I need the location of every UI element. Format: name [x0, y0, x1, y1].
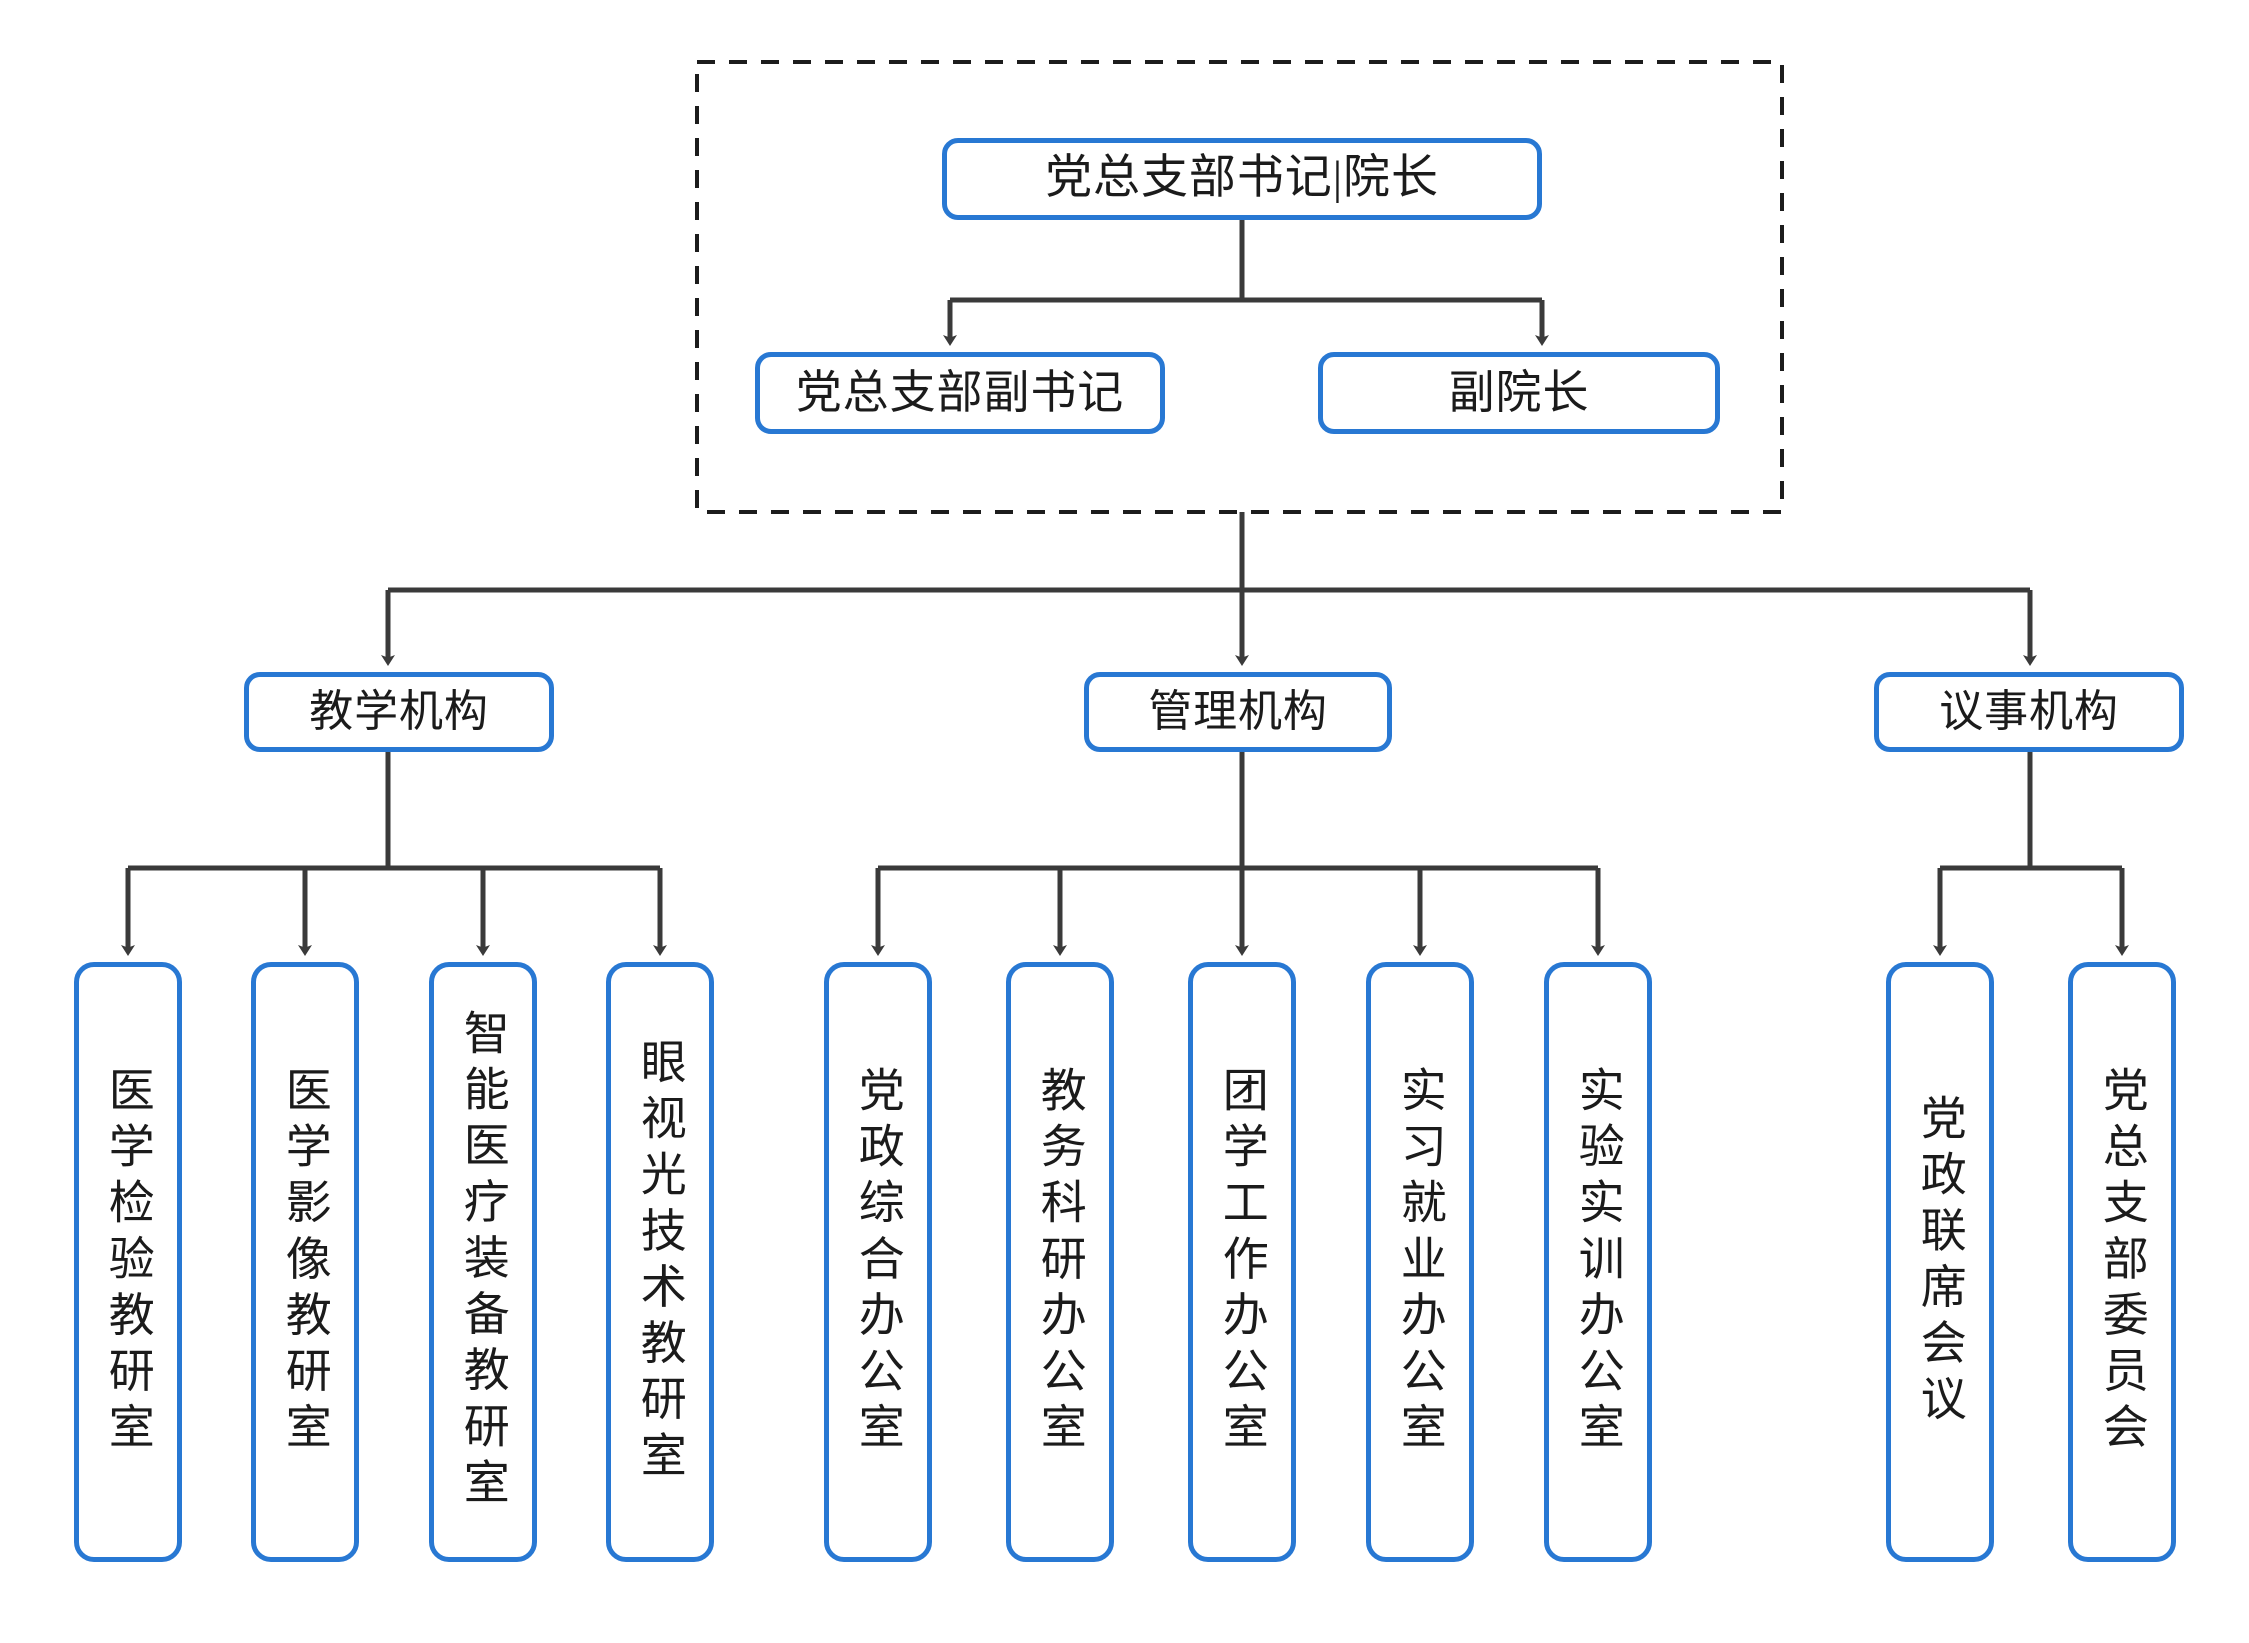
node-label: 眼视光技术教研室: [634, 1037, 686, 1487]
node-label: 教务科研办公室: [1034, 1065, 1086, 1459]
node-lab-medicine[interactable]: 医学检验教研室: [74, 962, 182, 1562]
node-party-branch-committee[interactable]: 党总支部委员会: [2068, 962, 2176, 1562]
node-label: 党总支部书记|院长: [1045, 152, 1439, 205]
node-party-secretary-dean[interactable]: 党总支部书记|院长: [942, 138, 1542, 220]
node-label: 党政综合办公室: [852, 1065, 904, 1459]
node-label: 医学影像教研室: [279, 1065, 331, 1459]
node-label: 管理机构: [1148, 686, 1328, 736]
node-deputy-dean[interactable]: 副院长: [1318, 352, 1720, 434]
leadership-group-outline: [695, 60, 1784, 514]
node-medical-imaging[interactable]: 医学影像教研室: [251, 962, 359, 1562]
node-label: 实习就业办公室: [1394, 1065, 1446, 1459]
node-label: 智能医疗装备教研室: [457, 1009, 509, 1515]
node-category-management[interactable]: 管理机构: [1084, 672, 1392, 752]
node-youth-league-student-office[interactable]: 团学工作办公室: [1188, 962, 1296, 1562]
node-party-admin-office[interactable]: 党政综合办公室: [824, 962, 932, 1562]
node-label: 党总支部副书记: [795, 366, 1125, 418]
node-party-admin-joint-meeting[interactable]: 党政联席会议: [1886, 962, 1994, 1562]
node-label: 党政联席会议: [1914, 1093, 1966, 1431]
node-experiment-training-office[interactable]: 实验实训办公室: [1544, 962, 1652, 1562]
node-category-teaching[interactable]: 教学机构: [244, 672, 554, 752]
node-category-deliberative[interactable]: 议事机构: [1874, 672, 2184, 752]
node-label: 团学工作办公室: [1216, 1065, 1268, 1459]
node-label: 议事机构: [1939, 686, 2119, 736]
node-label: 副院长: [1448, 366, 1590, 418]
node-internship-employment-office[interactable]: 实习就业办公室: [1366, 962, 1474, 1562]
node-academic-research-office[interactable]: 教务科研办公室: [1006, 962, 1114, 1562]
node-smart-medical-equipment[interactable]: 智能医疗装备教研室: [429, 962, 537, 1562]
node-label: 实验实训办公室: [1572, 1065, 1624, 1459]
node-deputy-secretary[interactable]: 党总支部副书记: [755, 352, 1165, 434]
node-label: 医学检验教研室: [102, 1065, 154, 1459]
node-label: 党总支部委员会: [2096, 1065, 2148, 1459]
node-label: 教学机构: [309, 686, 489, 736]
node-optometry-technology[interactable]: 眼视光技术教研室: [606, 962, 714, 1562]
